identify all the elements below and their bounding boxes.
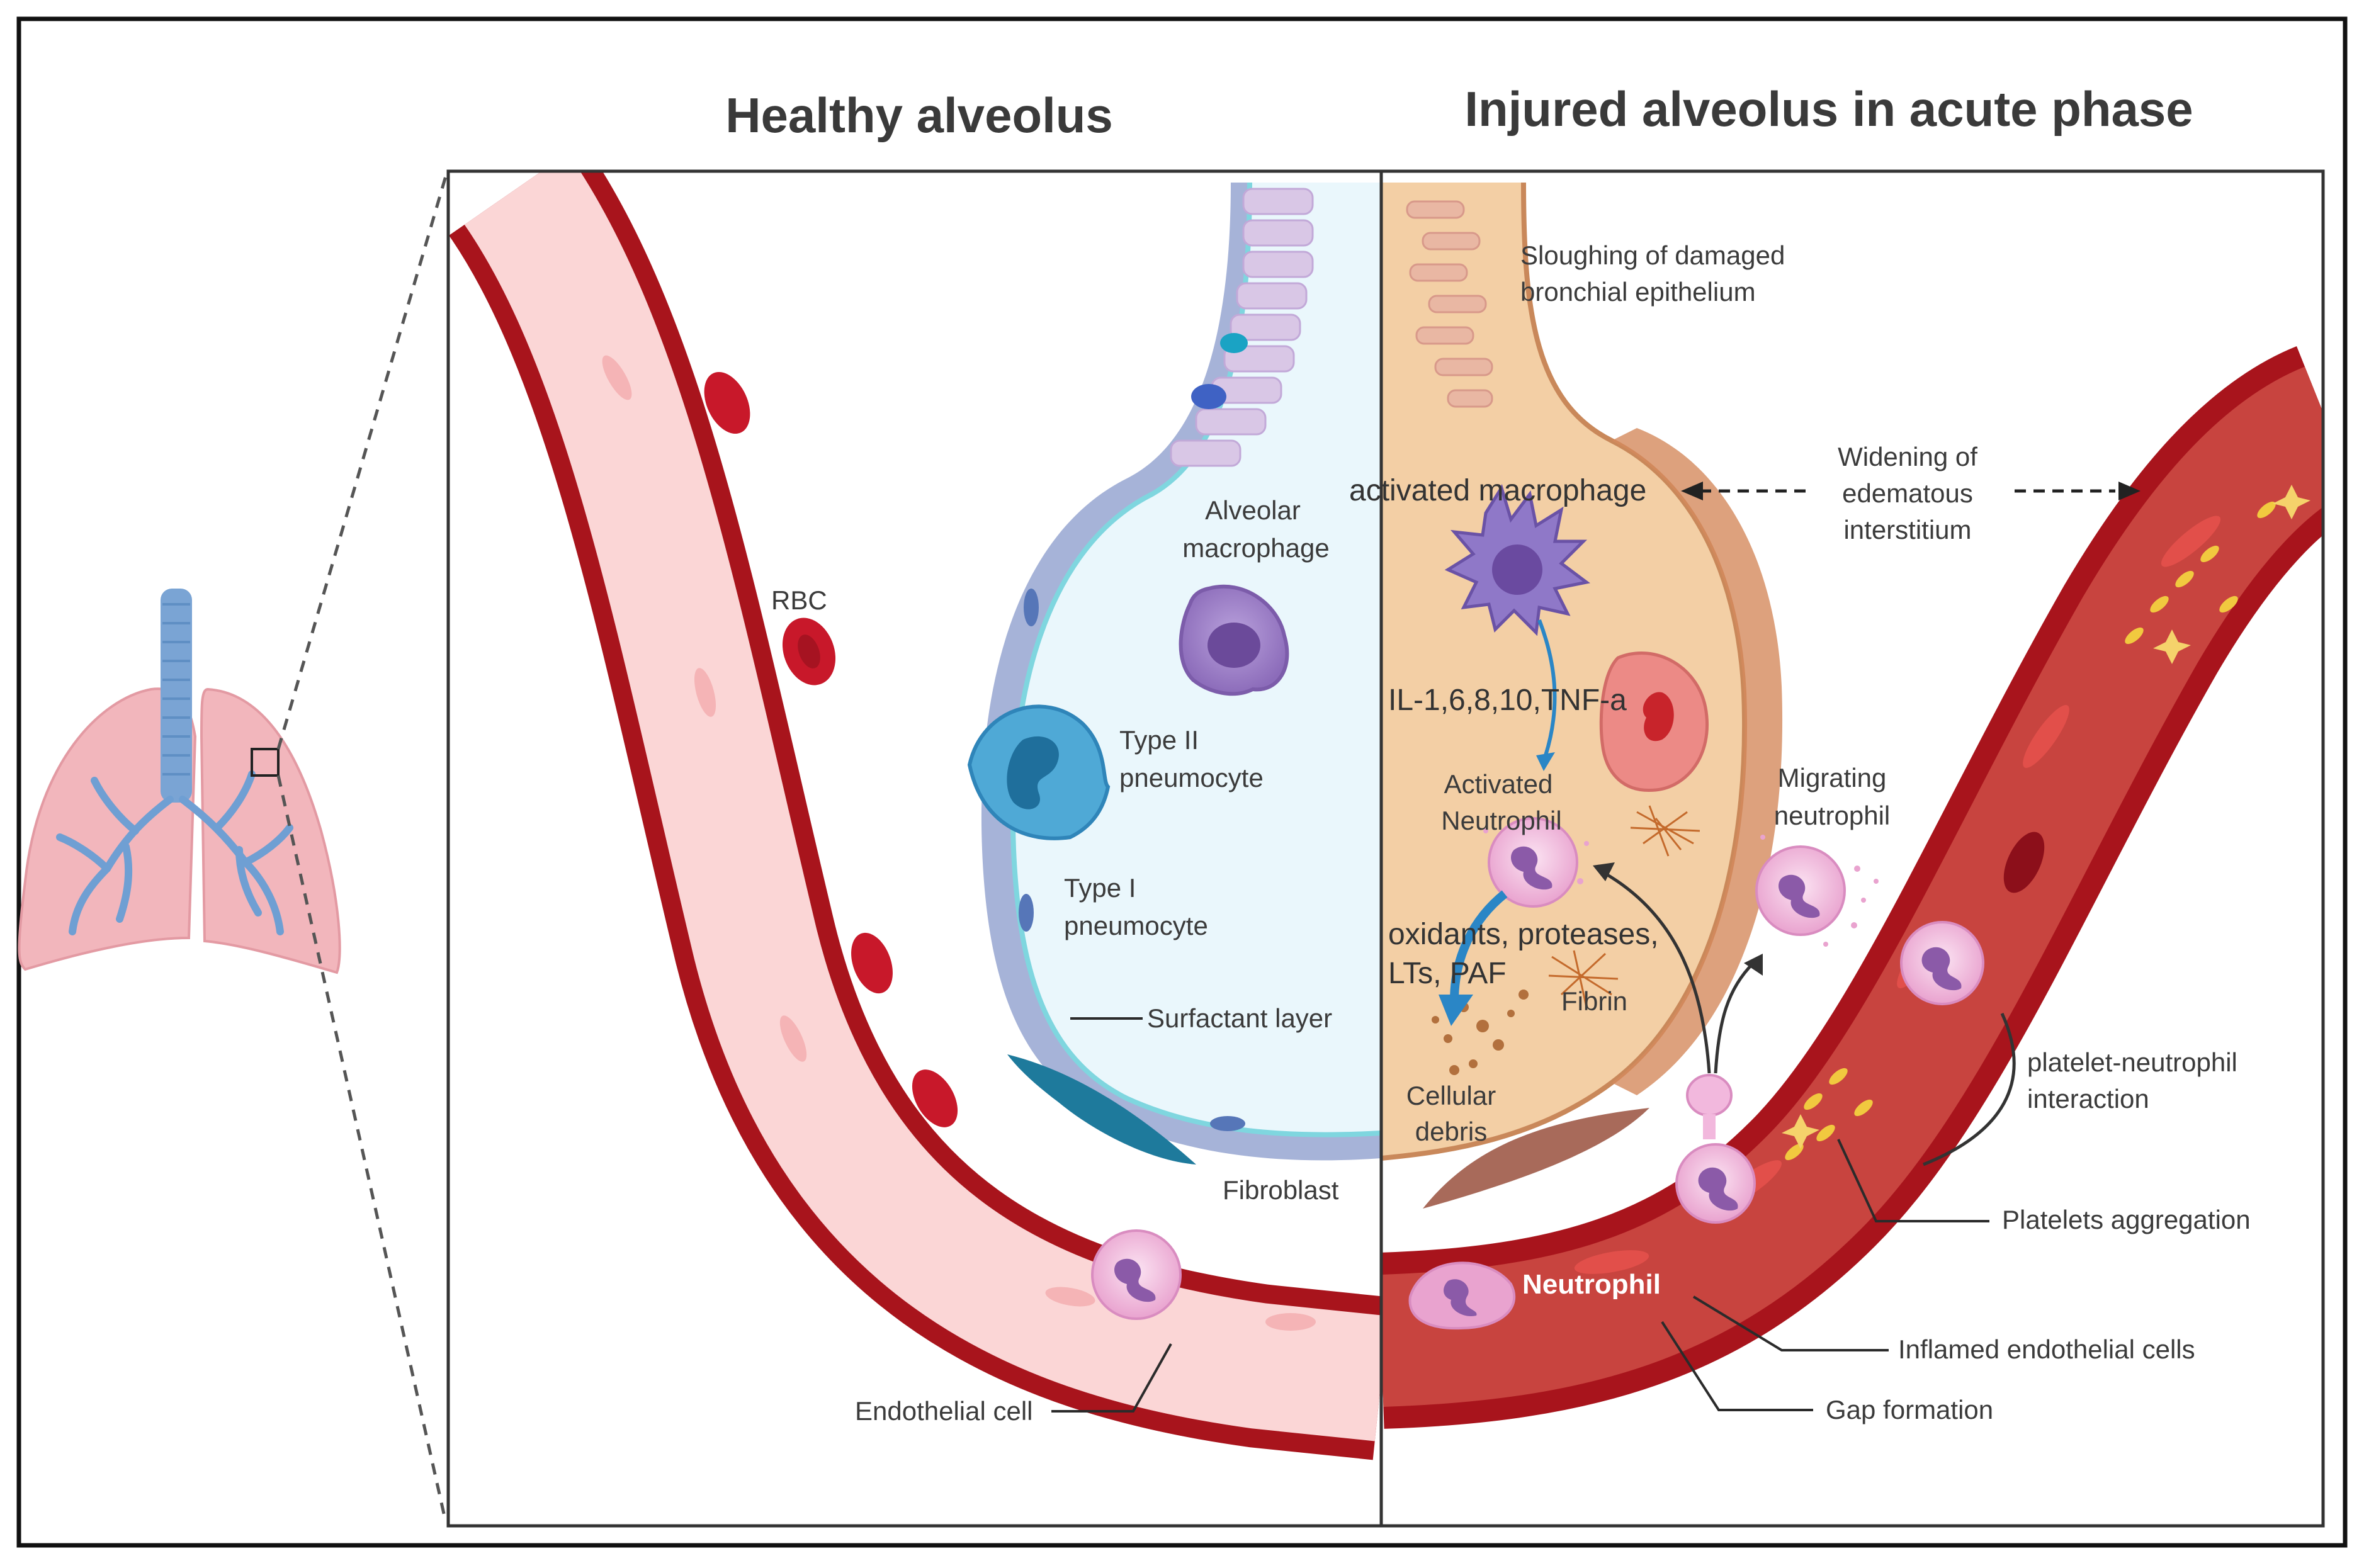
- widening-label-3: interstitium: [1843, 515, 1971, 544]
- migration-arrow-1: [1601, 870, 1711, 1074]
- type2-pneumocyte: [967, 704, 1111, 840]
- fibrin-label: Fibrin: [1561, 986, 1627, 1016]
- edematous-interstitium: [1612, 428, 1783, 1095]
- lung-icon: [18, 589, 341, 974]
- panel-frame: [446, 169, 2325, 1528]
- type2-label-2: pneumocyte: [1119, 763, 1264, 792]
- platelet-neutrophil-label-2: interaction: [2027, 1084, 2149, 1114]
- zoom-line-top: [276, 176, 448, 750]
- surfactant-label: Surfactant layer: [1147, 1003, 1332, 1033]
- platelet-stars: [1782, 485, 2310, 1149]
- bronchial-epithelium: [1170, 188, 1314, 467]
- transmigrating-neutrophil: [1675, 1074, 1756, 1224]
- activated-neutrophil-label-1: Activated: [1444, 769, 1553, 799]
- cellular-debris: [1432, 990, 1529, 1075]
- type1-label-1: Type I: [1064, 873, 1136, 903]
- widening-label-2: edematous: [1842, 478, 1973, 508]
- vessel-neutrophil-2: [1900, 921, 1984, 1005]
- zoom-line-bottom: [276, 775, 448, 1523]
- alveolar-macrophage-label-1: Alveolar: [1205, 495, 1301, 525]
- healthy-panel: [448, 171, 1381, 1526]
- oxidants-label-2: LTs, PAF: [1388, 957, 1507, 990]
- gap-leader: [1661, 1321, 1813, 1411]
- debris-label-1: Cellular: [1406, 1081, 1496, 1110]
- injured-fibroblast: [1423, 1108, 1649, 1209]
- migrating-label-1: Migrating: [1778, 763, 1887, 792]
- sloughing-label-2: bronchial epithelium: [1520, 277, 1756, 307]
- outer-frame: [16, 16, 2348, 1548]
- platelet-neutrophil-arrow: [1923, 1012, 2016, 1166]
- injured-rbc: [2003, 832, 2045, 893]
- endothelial-label: Endothelial cell: [855, 1396, 1033, 1426]
- rbc-cells: [704, 371, 958, 1127]
- neutrophil-label: Neutrophil: [1522, 1269, 1661, 1300]
- healthy-vessel-lumen: [464, 171, 1381, 1441]
- basal-cell: [1191, 384, 1226, 409]
- cytokines-label: IL-1,6,8,10,TNF-a: [1388, 684, 1627, 717]
- alveolar-macrophage-label-2: macrophage: [1182, 533, 1329, 563]
- activated-neutrophil: [1488, 817, 1578, 908]
- alveolar-macrophage: [1179, 584, 1289, 696]
- fibrin-tangle: [1548, 805, 1700, 1008]
- oxidants-label-1: oxidants, proteases,: [1388, 918, 1659, 951]
- inflamed-leader: [1692, 1295, 1889, 1351]
- type2-label-1: Type II: [1119, 725, 1199, 755]
- zoom-box: [251, 748, 280, 777]
- migration-arrow-2: [1714, 962, 1755, 1074]
- cytokine-arrow: [1537, 619, 1557, 756]
- migrating-neutrophil: [1755, 845, 1846, 936]
- fibroblast-label: Fibroblast: [1223, 1175, 1339, 1205]
- inflamed-label: Inflamed endothelial cells: [1898, 1334, 2195, 1364]
- platelet-neutrophil-label-1: platelet-neutrophil: [2027, 1047, 2237, 1077]
- widening-arrow: [1681, 482, 2141, 500]
- injured-panel: [1381, 171, 2323, 1526]
- vessel-neutrophil-1: [1408, 1261, 1516, 1330]
- sloughing-epithelium: [1406, 200, 1493, 408]
- widening-label-1: Widening of: [1838, 442, 1977, 471]
- injured-title: Injured alveolus in acute phase: [1464, 81, 2193, 137]
- platelets: [1785, 501, 2276, 1161]
- migrating-label-2: neutrophil: [1774, 801, 1890, 830]
- platelets-leader: [1837, 1139, 1989, 1222]
- trachea-icon: [161, 589, 192, 803]
- activated-macrophage: [1444, 483, 1590, 636]
- sloughing-label-1: Sloughing of damaged: [1520, 240, 1785, 270]
- gap-label: Gap formation: [1826, 1395, 1993, 1424]
- pneumocyte-injured: [1599, 651, 1709, 792]
- type1-label-2: pneumocyte: [1064, 911, 1208, 940]
- fibroblast-shape: [1007, 1054, 1196, 1165]
- rbc-label: RBC: [771, 585, 827, 615]
- platelets-aggregation-label: Platelets aggregation: [2002, 1205, 2251, 1234]
- healthy-endothelium: [602, 355, 1316, 1331]
- club-cell: [1220, 333, 1248, 353]
- granule-dots: [1483, 828, 1879, 947]
- activated-neutrophil-label-2: Neutrophil: [1441, 806, 1561, 835]
- oxidant-arrow: [1450, 890, 1508, 1001]
- activated-macrophage-label: activated macrophage: [1349, 474, 1646, 507]
- endothelial-leader: [1051, 1343, 1172, 1413]
- healthy-title: Healthy alveolus: [725, 87, 1113, 143]
- healthy-neutrophil: [1091, 1229, 1182, 1320]
- debris-label-2: debris: [1415, 1117, 1487, 1146]
- type1-nuclei: [1019, 589, 1245, 1131]
